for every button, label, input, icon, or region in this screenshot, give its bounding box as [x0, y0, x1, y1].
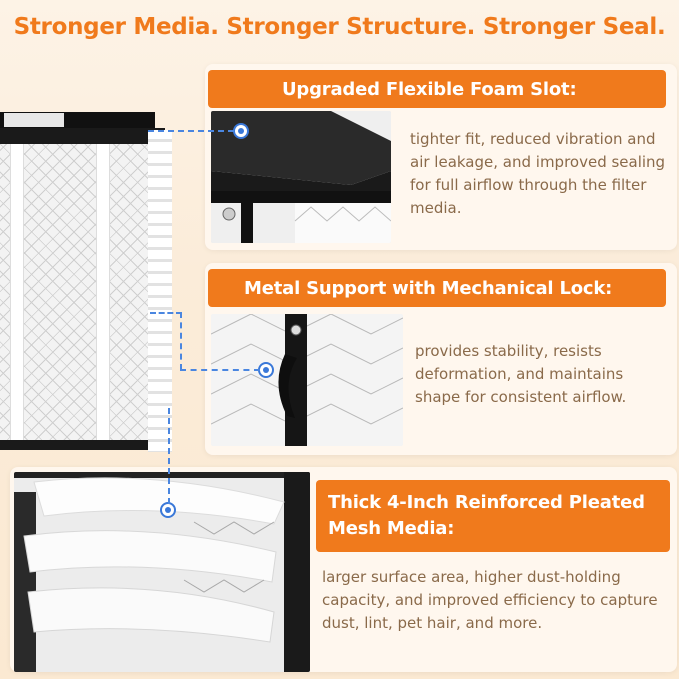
pleated-media-photo: [14, 472, 310, 672]
filter-pleat-stripe: [96, 144, 110, 440]
filter-pleat-edge: [148, 130, 172, 452]
filter-label-sticker: [4, 113, 64, 127]
foam-slot-callout-dot: [233, 123, 249, 139]
metal-support-callout-line: [180, 369, 260, 371]
pleated-media-callout-line: [168, 408, 170, 504]
feature-title-foam-slot: Upgraded Flexible Foam Slot:: [208, 70, 666, 108]
metal-support-photo: [211, 314, 403, 446]
foam-slot-callout-line: [148, 130, 234, 132]
metal-support-callout-dot: [258, 362, 274, 378]
feature-title-pleated-media: Thick 4-Inch Reinforced Pleated Mesh Med…: [316, 480, 670, 552]
feature-title-metal-support: Metal Support with Mechanical Lock:: [208, 269, 666, 307]
metal-support-callout-line: [180, 312, 182, 370]
filter-pleat-stripe: [10, 144, 24, 440]
feature-desc-metal-support: provides stability, resists deformation,…: [415, 342, 627, 406]
pleated-media-callout-dot: [160, 502, 176, 518]
page-headline: Stronger Media. Stronger Structure. Stro…: [13, 14, 666, 40]
metal-support-callout-line: [150, 312, 182, 314]
filter-mesh: [0, 144, 148, 440]
feature-desc-foam-slot: tighter fit, reduced vibration and air l…: [410, 130, 666, 217]
feature-desc-pleated-media: larger surface area, higher dust-holding…: [322, 568, 658, 632]
